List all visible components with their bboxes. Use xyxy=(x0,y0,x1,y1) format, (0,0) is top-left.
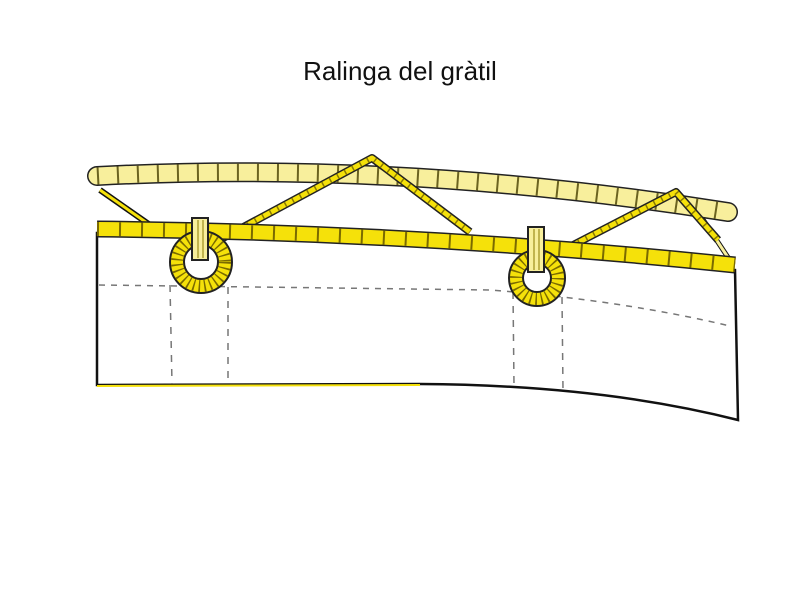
sail-bottom-edge-highlight xyxy=(96,384,421,387)
seam-line-horizontal xyxy=(98,284,731,327)
lower-boltrope xyxy=(96,220,736,274)
grommet-right xyxy=(508,226,566,307)
grommet-left xyxy=(169,217,233,294)
upper-boltrope xyxy=(87,162,738,222)
lacing-line xyxy=(208,154,722,262)
diagram-title: Ralinga del gràtil xyxy=(303,56,497,86)
seam-lines-vertical xyxy=(169,284,564,391)
